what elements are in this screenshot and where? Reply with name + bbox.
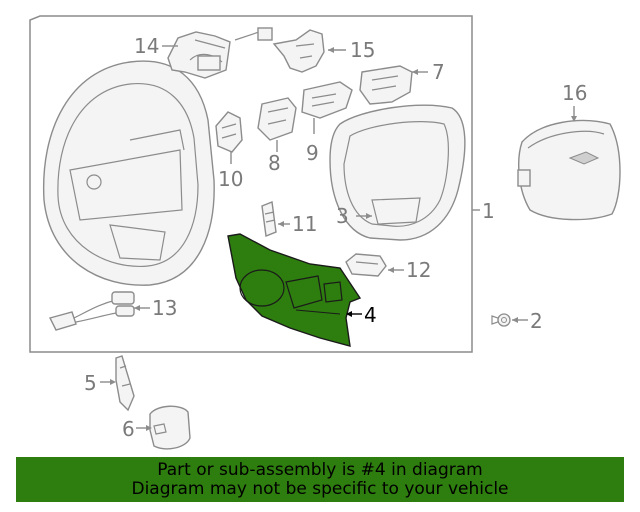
callout-2: 2 [530, 309, 543, 333]
callout-12: 12 [406, 258, 431, 282]
assembly-frame [29, 15, 473, 353]
callout-9: 9 [306, 141, 319, 165]
part-12-switch [345, 253, 387, 277]
callout-14: 14 [134, 34, 159, 58]
callout-13: 13 [152, 296, 177, 320]
steering-wheel [42, 60, 215, 286]
part-2-screw [491, 313, 511, 327]
part-9-switch [301, 81, 353, 119]
part-11-clip [261, 201, 277, 237]
banner-line-1: Part or sub-assembly is #4 in diagram [157, 460, 483, 480]
callout-8: 8 [268, 151, 281, 175]
part-7-switch [359, 65, 413, 105]
callout-16: 16 [562, 81, 587, 105]
callout-1: 1 [482, 199, 495, 223]
parts-diagram: 14 15 7 9 8 10 3 1 [29, 15, 621, 450]
part-15-bracket [272, 29, 325, 73]
part-8-switch [257, 97, 297, 141]
callout-11: 11 [292, 212, 317, 236]
callout-7: 7 [432, 60, 445, 84]
part-4-lower-cover [227, 233, 362, 347]
callout-6: 6 [122, 417, 135, 441]
part-3-trim [329, 104, 466, 241]
callout-4: 4 [364, 303, 377, 327]
part-13-cable [48, 291, 135, 331]
part-14-wiring-harness [167, 27, 273, 79]
part-10-switch [215, 111, 243, 153]
callout-15: 15 [350, 38, 375, 62]
callout-3: 3 [336, 204, 349, 228]
info-banner: Part or sub-assembly is #4 in diagram Di… [16, 457, 624, 502]
part-5-bracket [115, 355, 135, 412]
part-6-cover [149, 405, 191, 450]
part-16-airbag [517, 119, 621, 221]
callout-10: 10 [218, 167, 243, 191]
banner-line-2: Diagram may not be specific to your vehi… [131, 479, 509, 499]
callout-5: 5 [84, 371, 97, 395]
